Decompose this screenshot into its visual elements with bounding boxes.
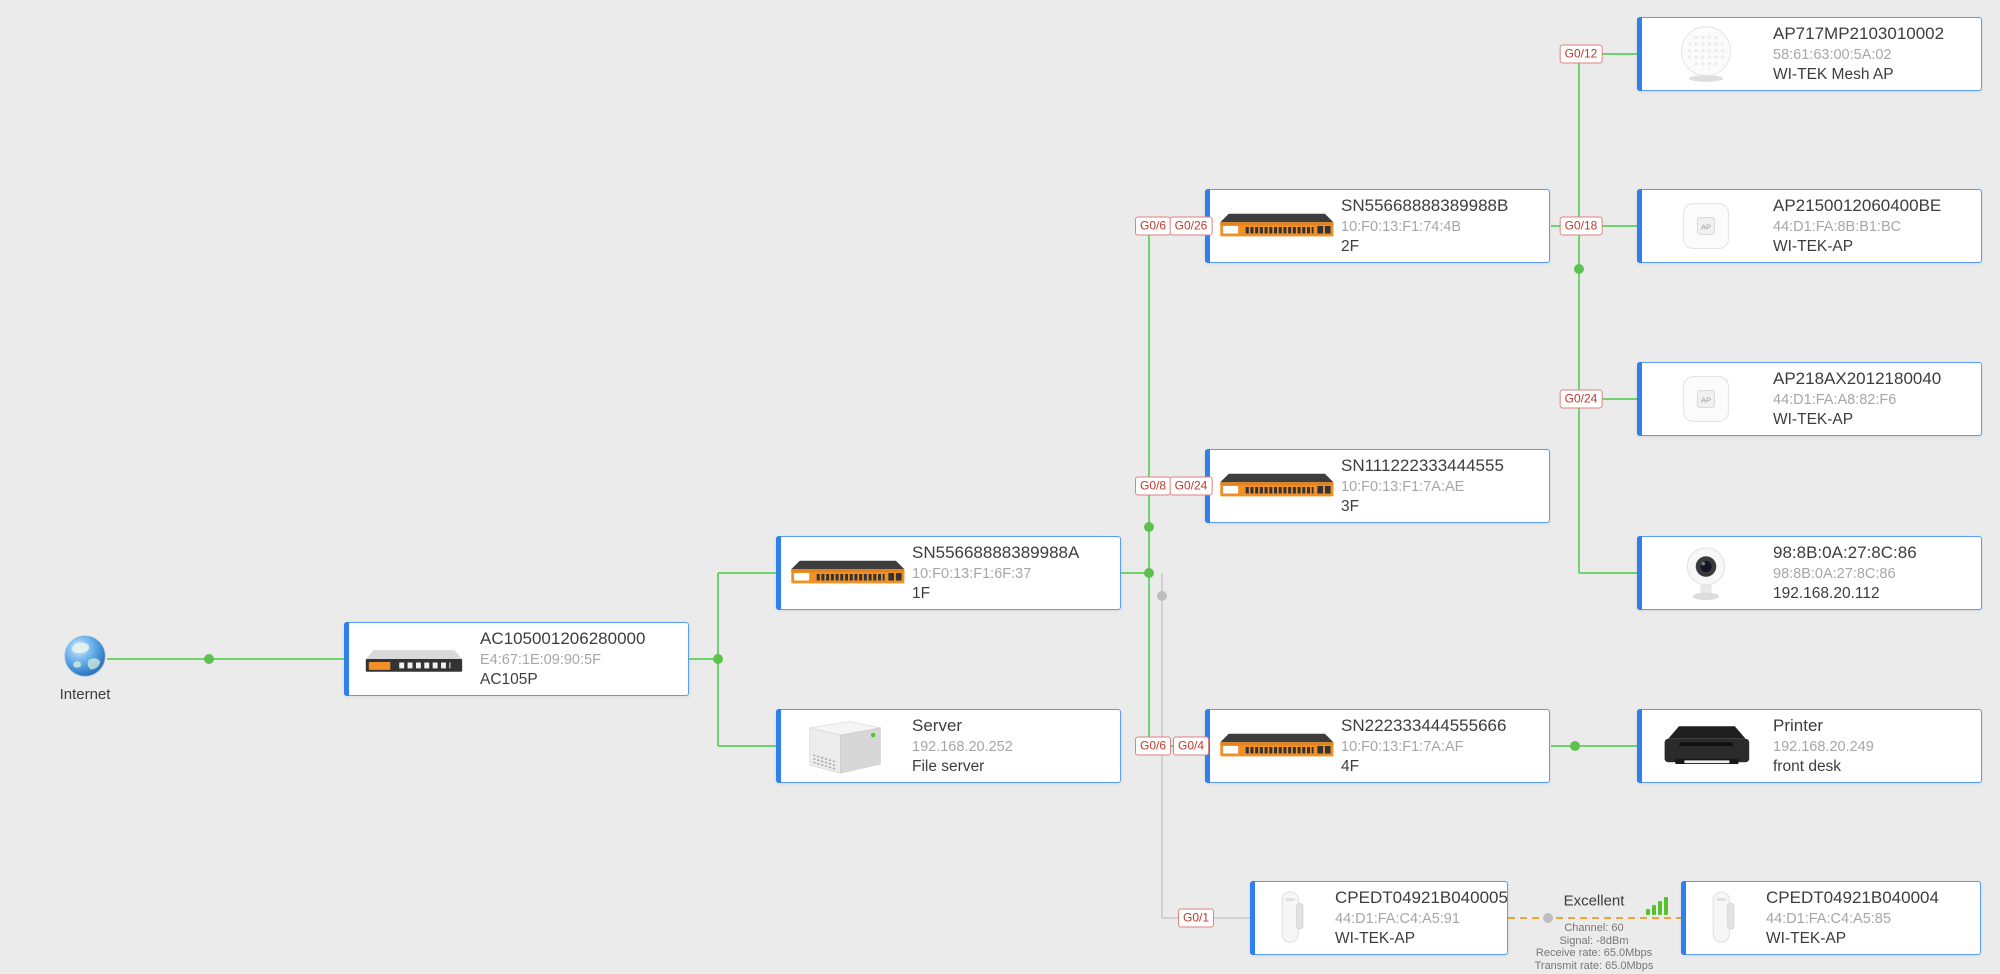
card-accent — [776, 536, 781, 610]
port-label-g0-24-ap: G0/24 — [1559, 389, 1603, 409]
port-label-g0-6-4f: G0/6 — [1134, 736, 1172, 756]
device-card-ap2150[interactable]: AP2150012060400BE 44:D1:FA:8B:B1:BC WI-T… — [1637, 189, 1982, 263]
internet-globe-icon — [62, 633, 108, 679]
device-name: AP717MP2103010002 — [1773, 23, 1945, 43]
switch-icon — [1206, 725, 1341, 767]
device-label: 1F — [912, 585, 931, 603]
switch-icon — [1206, 465, 1341, 507]
device-label: 4F — [1341, 758, 1360, 776]
port-label-g0-26: G0/26 — [1169, 216, 1213, 236]
device-label: WI-TEK-AP — [1773, 238, 1854, 256]
device-name: Printer — [1773, 715, 1824, 735]
device-detail: 192.168.20.249 — [1773, 738, 1874, 755]
switch-icon — [777, 552, 912, 594]
device-card-ap218ax[interactable]: AP218AX2012180040 44:D1:FA:A8:82:F6 WI-T… — [1637, 362, 1982, 436]
wireless-link-details: Channel: 60 Signal: -8dBm Receive rate: … — [1535, 922, 1654, 972]
device-detail: 10:F0:13:F1:74:4B — [1341, 218, 1462, 235]
device-detail: 58:61:63:00:5A:02 — [1773, 46, 1892, 63]
switch-icon — [1206, 205, 1341, 247]
device-label: WI-TEK-AP — [1773, 411, 1854, 429]
wireless-link-quality: Excellent — [1563, 892, 1625, 910]
device-label: AC105P — [480, 671, 538, 689]
device-detail: 44:D1:FA:C4:A5:85 — [1766, 910, 1891, 927]
card-accent — [1637, 362, 1642, 436]
device-detail: 10:F0:13:F1:7A:AE — [1341, 478, 1465, 495]
device-card-printer[interactable]: Printer 192.168.20.249 front desk — [1637, 709, 1982, 783]
device-name: SN222333444555666 — [1341, 715, 1507, 735]
device-label: front desk — [1773, 758, 1842, 776]
signal-strength-icon — [1645, 896, 1671, 916]
device-name: CPEDT04921B040004 — [1766, 887, 1939, 907]
card-accent — [1681, 881, 1686, 955]
access-point-icon — [1638, 198, 1773, 254]
device-card-switch-1f[interactable]: SN55668888389988A 10:F0:13:F1:6F:37 1F — [776, 536, 1121, 610]
device-detail: 98:8B:0A:27:8C:86 — [1773, 565, 1896, 582]
device-name: 98:8B:0A:27:8C:86 — [1773, 542, 1917, 562]
access-point-icon — [1638, 371, 1773, 427]
device-label: WI-TEK Mesh AP — [1773, 66, 1894, 84]
device-name: SN55668888389988A — [912, 542, 1080, 562]
device-name: CPEDT04921B040005 — [1335, 887, 1507, 907]
device-card-cpe-040005[interactable]: CPEDT04921B040005 44:D1:FA:C4:A5:91 WI-T… — [1250, 881, 1508, 955]
port-label-g0-24-3f: G0/24 — [1169, 476, 1213, 496]
card-accent — [344, 622, 349, 696]
device-name: Server — [912, 715, 963, 735]
wireless-link-receive-rate: Receive rate: 65.0Mbps — [1535, 947, 1653, 959]
cpe-icon — [1682, 887, 1766, 949]
device-name: AP2150012060400BE — [1773, 195, 1942, 215]
device-card-switch-2f[interactable]: SN55668888389988B 10:F0:13:F1:74:4B 2F — [1205, 189, 1550, 263]
device-label: 3F — [1341, 498, 1360, 516]
device-label: 2F — [1341, 238, 1360, 256]
device-label: File server — [912, 758, 985, 776]
device-card-mesh-ap[interactable]: AP717MP2103010002 58:61:63:00:5A:02 WI-T… — [1637, 17, 1982, 91]
device-card-cpe-040004[interactable]: CPEDT04921B040004 44:D1:FA:C4:A5:85 WI-T… — [1681, 881, 1981, 955]
card-accent — [1637, 709, 1642, 783]
device-detail: 10:F0:13:F1:7A:AF — [1341, 738, 1464, 755]
port-label-g0-4: G0/4 — [1172, 736, 1210, 756]
port-label-g0-1: G0/1 — [1177, 908, 1215, 928]
server-icon — [777, 717, 912, 775]
device-detail: E4:67:1E:09:90:5F — [480, 651, 601, 668]
camera-icon — [1638, 543, 1773, 603]
card-accent — [1250, 881, 1255, 955]
device-name: SN55668888389988B — [1341, 195, 1509, 215]
device-name: AC105001206280000 — [480, 628, 646, 648]
mesh-ap-icon — [1638, 21, 1773, 87]
router-icon — [345, 639, 480, 679]
device-name: SN111222333444555 — [1341, 455, 1504, 475]
internet-node[interactable]: Internet — [54, 633, 116, 703]
device-name: AP218AX2012180040 — [1773, 368, 1942, 388]
device-label: 192.168.20.112 — [1773, 585, 1880, 603]
device-detail: 10:F0:13:F1:6F:37 — [912, 565, 1032, 582]
port-label-g0-12: G0/12 — [1559, 44, 1603, 64]
device-card-server[interactable]: Server 192.168.20.252 File server — [776, 709, 1121, 783]
card-accent — [1637, 536, 1642, 610]
device-card-ac105p[interactable]: AC105001206280000 E4:67:1E:09:90:5F AC10… — [344, 622, 689, 696]
device-detail: 44:D1:FA:8B:B1:BC — [1773, 218, 1902, 235]
device-detail: 44:D1:FA:A8:82:F6 — [1773, 391, 1897, 408]
device-card-switch-4f[interactable]: SN222333444555666 10:F0:13:F1:7A:AF 4F — [1205, 709, 1550, 783]
device-label: WI-TEK-AP — [1766, 930, 1847, 948]
port-label-g0-18: G0/18 — [1559, 216, 1603, 236]
wireless-link-transmit-rate: Transmit rate: 65.0Mbps — [1534, 959, 1654, 972]
wireless-link-signal: Signal: -8dBm — [1559, 934, 1629, 947]
wireless-link-channel: Channel: 60 — [1564, 922, 1624, 934]
device-label: WI-TEK-AP — [1335, 930, 1416, 948]
card-accent — [776, 709, 781, 783]
card-accent — [1637, 17, 1642, 91]
device-detail: 192.168.20.252 — [912, 738, 1013, 755]
cpe-icon — [1251, 887, 1335, 949]
device-card-switch-3f[interactable]: SN111222333444555 10:F0:13:F1:7A:AE 3F — [1205, 449, 1550, 523]
printer-icon — [1638, 719, 1773, 773]
port-label-g0-6-2f: G0/6 — [1134, 216, 1172, 236]
card-accent — [1637, 189, 1642, 263]
port-label-g0-8: G0/8 — [1134, 476, 1172, 496]
device-detail: 44:D1:FA:C4:A5:91 — [1335, 910, 1460, 927]
device-card-camera[interactable]: 98:8B:0A:27:8C:86 98:8B:0A:27:8C:86 192.… — [1637, 536, 1982, 610]
internet-label: Internet — [59, 686, 111, 703]
